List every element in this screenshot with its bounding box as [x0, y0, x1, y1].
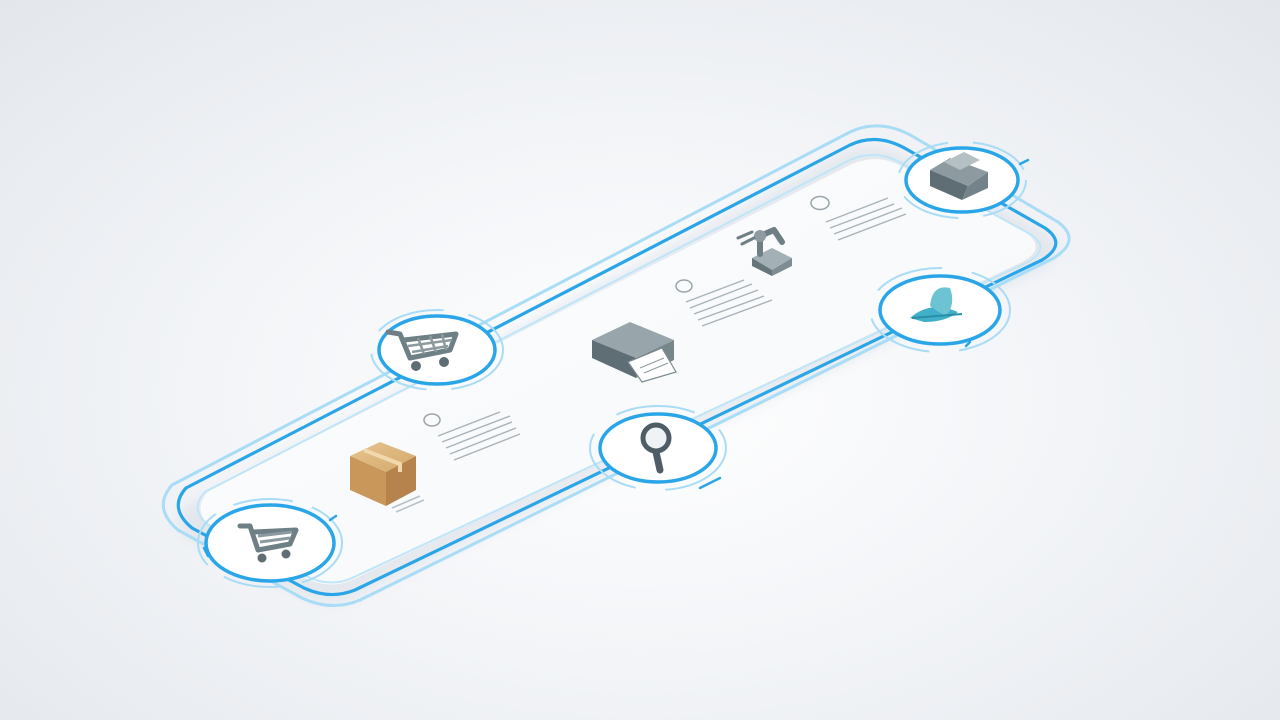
node-cart-upper-left[interactable] — [370, 309, 504, 391]
placeholder-lines — [437, 411, 521, 461]
shopping-cart-icon — [385, 329, 459, 371]
placeholder-lines — [685, 279, 773, 327]
leaf-icon — [910, 287, 963, 322]
node-leaf[interactable] — [869, 267, 1011, 353]
shopping-cart-icon — [237, 523, 299, 563]
magnifier-icon — [640, 422, 672, 474]
node-magnifier[interactable] — [589, 405, 727, 491]
outer-loop-line — [161, 124, 1071, 607]
node-printer[interactable] — [897, 141, 1027, 219]
item-printer — [592, 322, 677, 383]
printer-icon — [592, 322, 677, 383]
bullet-circle — [810, 195, 830, 211]
text-block-3 — [810, 195, 907, 241]
bullet-circle — [423, 413, 441, 427]
placeholder-lines — [825, 197, 907, 241]
text-block-1 — [423, 411, 521, 461]
main-loop-line — [176, 138, 1058, 597]
text-block-2 — [675, 279, 773, 327]
inner-loop-line — [196, 153, 1042, 584]
bullet-circle — [675, 279, 693, 293]
item-robot-arm — [736, 227, 792, 276]
accent-ticks — [202, 158, 1030, 558]
printer-icon — [930, 152, 988, 200]
node-cart-bottom-left[interactable] — [197, 498, 343, 588]
robot-arm-icon — [736, 227, 792, 276]
cardboard-box-icon — [350, 442, 425, 513]
diagram-plate — [200, 159, 1036, 585]
item-box — [350, 442, 425, 513]
